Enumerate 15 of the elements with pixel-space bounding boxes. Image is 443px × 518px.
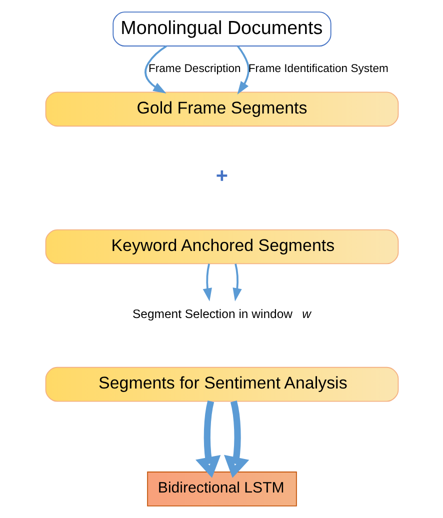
arrow xyxy=(232,264,242,302)
arrow xyxy=(236,46,249,94)
edge-label: Frame Description xyxy=(148,63,240,76)
arrow xyxy=(202,264,212,302)
arrow xyxy=(224,400,249,478)
node-box: Keyword Anchored Segments xyxy=(44,229,398,264)
arrow xyxy=(195,400,220,478)
node-box: Gold Frame Segments xyxy=(44,92,398,127)
label: + xyxy=(215,164,228,188)
node-text: Segment Selection in window w xyxy=(132,306,310,321)
node-box: Segments for Sentiment Analysis xyxy=(44,366,398,402)
node-box: Bidirectional LSTM xyxy=(146,472,296,506)
arrow xyxy=(144,45,166,94)
edge-label: Frame Identification System xyxy=(248,63,388,76)
node-box: Monolingual Documents xyxy=(112,12,331,46)
